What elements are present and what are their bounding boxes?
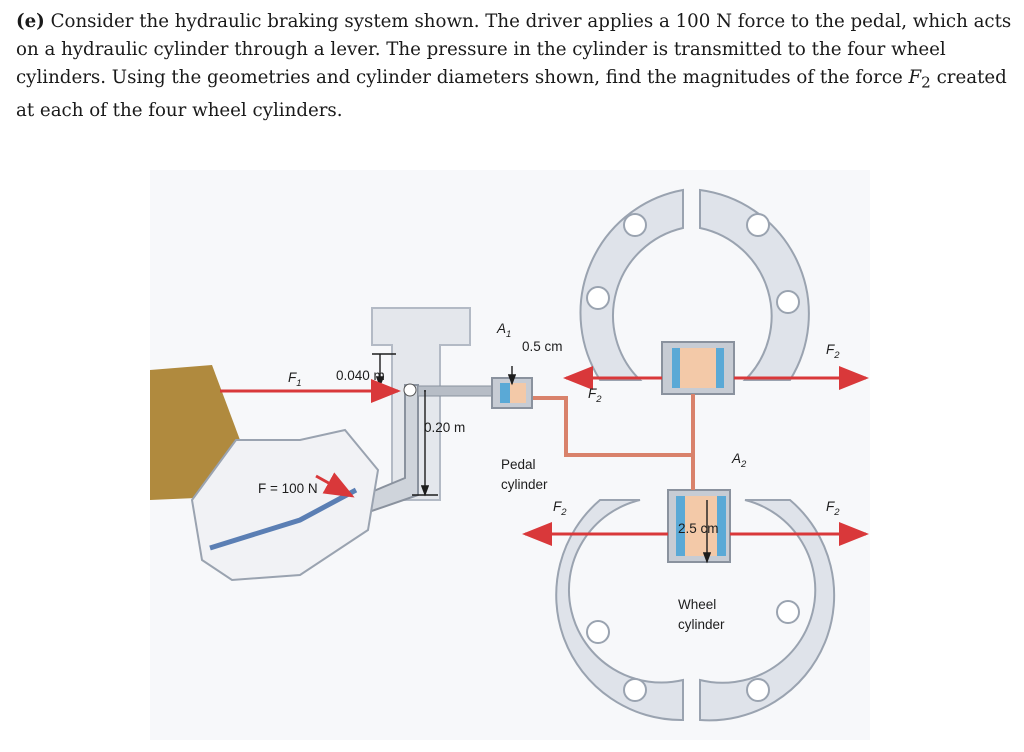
upper-wheel-cylinder: [661, 341, 735, 395]
lower-brake-drum: [555, 499, 836, 722]
wheel-cylinder-label-line1: Wheel: [678, 597, 716, 612]
shoe-sole-stripe: [209, 487, 358, 551]
f2-label-lower-left: F2: [553, 499, 567, 518]
f2-label-upper-right: F2: [826, 342, 840, 361]
pedal-cylinder-label-line1: Pedal: [501, 457, 536, 472]
shoe-hole: [776, 600, 800, 624]
f2-label-pedal: F2: [588, 386, 602, 405]
applied-force-label: F = 100 N: [258, 481, 318, 496]
a1-label: A1: [496, 321, 511, 340]
force-arrows: [220, 366, 869, 546]
wheel-cylinder-diameter-label: 2.5 cm: [678, 521, 719, 536]
shoe-hole: [586, 620, 610, 644]
upper-right-brake-shoe: [699, 188, 810, 381]
problem-text-before: Consider the hydraulic braking system sh…: [16, 11, 1012, 88]
hydraulic-lines: [528, 394, 695, 490]
force-symbol-subscript: 2: [921, 73, 931, 92]
upper-brake-drum: [579, 188, 810, 381]
lever-top-dimension-label: 0.040 m: [336, 368, 385, 383]
pedal-bracket: [371, 307, 471, 501]
dimensions: [372, 353, 712, 564]
pedal-cylinder-diameter-label: 0.5 cm: [522, 339, 563, 354]
driver-foot: [150, 365, 380, 582]
push-rod: [417, 385, 497, 397]
force-symbol: F: [908, 67, 922, 88]
shoe-hole: [623, 678, 647, 702]
lever-length-dimension-label: 0.20 m: [424, 420, 465, 435]
shoe: [190, 428, 380, 582]
wheel-cylinder-label-line2: cylinder: [678, 617, 725, 632]
lower-right-brake-shoe: [699, 499, 836, 722]
f1-label: F1: [288, 370, 302, 389]
applied-force-arrow: [315, 472, 355, 498]
lever-pivot: [403, 383, 417, 397]
f2-label-lower-right: F2: [826, 499, 840, 518]
a2-label: A2: [731, 451, 747, 470]
shoe-hole: [746, 678, 770, 702]
lower-left-brake-shoe: [555, 499, 684, 722]
problem-label: (e): [16, 11, 45, 32]
shoe-hole: [623, 213, 647, 237]
problem-text-after: created at each of the four wheel cylind…: [16, 67, 1007, 121]
problem-text: (e) Consider the hydraulic braking syste…: [16, 8, 1016, 125]
shoe-hole: [776, 290, 800, 314]
pedal-cylinder-label-line2: cylinder: [501, 477, 548, 492]
lower-wheel-cylinder: [667, 489, 731, 563]
upper-left-brake-shoe: [579, 188, 684, 381]
shoe-hole: [746, 213, 770, 237]
shoe-hole: [586, 286, 610, 310]
